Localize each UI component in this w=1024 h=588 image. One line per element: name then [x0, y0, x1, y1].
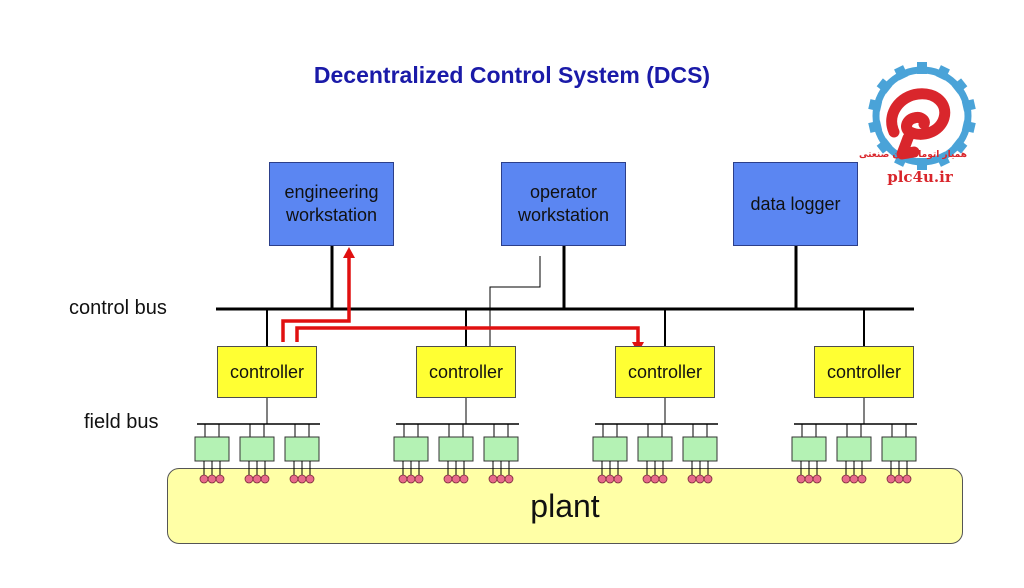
sensor-point: [244, 474, 254, 484]
sensor-point: [260, 474, 270, 484]
io-module: [239, 436, 275, 462]
gear-tooth: [917, 62, 927, 74]
operator-workstation-label: operator workstation: [517, 182, 610, 225]
diagram-title: Decentralized Control System (DCS): [313, 62, 711, 88]
sensor-point: [650, 474, 660, 484]
gear-tooth: [951, 78, 968, 94]
sensor-point: [812, 474, 822, 484]
sensor-point: [215, 474, 225, 484]
io-module: [438, 436, 474, 462]
gear-icon: [868, 62, 976, 170]
sensor-point: [451, 474, 461, 484]
sensor-point: [504, 474, 514, 484]
sensor-point: [642, 474, 652, 484]
sensor-point: [459, 474, 469, 484]
controller-label: controller: [826, 361, 902, 382]
engineering-signal-path: [281, 256, 351, 342]
io-module: [194, 436, 230, 462]
controller-signal-path: [295, 326, 640, 344]
gear-tooth: [876, 78, 893, 94]
gear-tooth: [894, 65, 909, 81]
gear-tooth: [935, 151, 950, 167]
sensor-point: [695, 474, 705, 484]
io-module: [682, 436, 718, 462]
sensor-point: [305, 474, 315, 484]
plant-label: plant: [530, 488, 600, 524]
sensor-point: [414, 474, 424, 484]
engineering-workstation-label: engineering workstation: [284, 182, 379, 225]
controller-label: controller: [229, 361, 305, 382]
data-logger-label: data logger: [750, 193, 841, 214]
io-module: [791, 436, 827, 462]
sensor-point: [902, 474, 912, 484]
gear-tooth: [876, 138, 893, 154]
sensor-point: [199, 474, 209, 484]
io-module: [393, 436, 429, 462]
sensor-point: [849, 474, 859, 484]
sensor-point: [252, 474, 262, 484]
arrow-head-up: [343, 247, 355, 258]
logo-subtitle: همیار اتوماسیون صنعتی: [859, 150, 967, 160]
engineering-workstation-box: engineering workstation: [269, 162, 394, 246]
control-bus-label: control bus: [69, 297, 167, 319]
controller-4: controller: [814, 346, 914, 398]
sensor-point: [658, 474, 668, 484]
sensor-point: [605, 474, 615, 484]
gear-tooth: [868, 120, 883, 133]
controller-3: controller: [615, 346, 715, 398]
sensor-point: [613, 474, 623, 484]
controller-label: controller: [428, 361, 504, 382]
sensor-point: [496, 474, 506, 484]
sensor-point: [857, 474, 867, 484]
gear-tooth: [868, 99, 883, 112]
sensor-point: [443, 474, 453, 484]
sensor-point: [289, 474, 299, 484]
controller-1: controller: [217, 346, 317, 398]
sensor-point: [297, 474, 307, 484]
logo-letter-icon: [886, 88, 951, 160]
sensor-point: [841, 474, 851, 484]
io-module: [483, 436, 519, 462]
gear-tooth: [935, 65, 950, 81]
gear-tooth: [951, 138, 968, 154]
sensor-point: [398, 474, 408, 484]
sensor-point: [488, 474, 498, 484]
controller-label: controller: [627, 361, 703, 382]
io-module: [637, 436, 673, 462]
io-module: [836, 436, 872, 462]
sensor-point: [804, 474, 814, 484]
gear-tooth: [917, 158, 927, 170]
sensor-point: [597, 474, 607, 484]
io-module: [881, 436, 917, 462]
io-module: [592, 436, 628, 462]
controller-2: controller: [416, 346, 516, 398]
sensor-point: [796, 474, 806, 484]
sensor-point: [207, 474, 217, 484]
sensor-point: [406, 474, 416, 484]
sensor-point: [894, 474, 904, 484]
sensor-point: [703, 474, 713, 484]
field-bus-label: field bus: [84, 411, 159, 433]
operator-trace-line: [489, 256, 541, 346]
sensor-point: [886, 474, 896, 484]
gear-tooth: [961, 99, 976, 112]
gear-tooth: [961, 120, 976, 133]
sensor-point: [687, 474, 697, 484]
data-logger-box: data logger: [733, 162, 858, 246]
io-module: [284, 436, 320, 462]
logo-text: plc4u.ir: [887, 168, 953, 186]
operator-workstation-box: operator workstation: [501, 162, 626, 246]
plc4u-logo: [868, 62, 976, 170]
